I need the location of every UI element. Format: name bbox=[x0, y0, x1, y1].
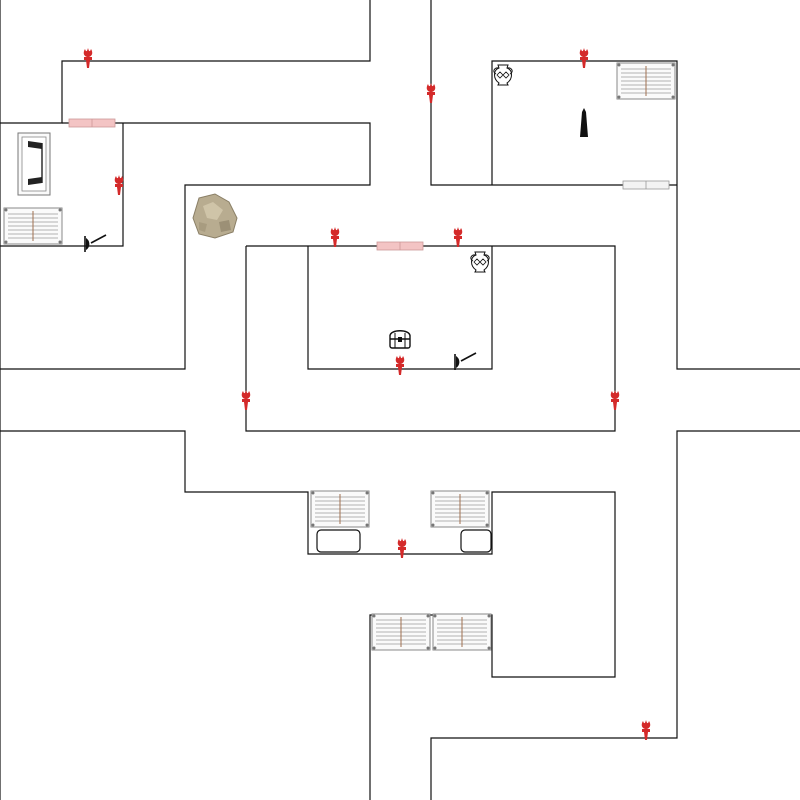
treasure-chest-icon[interactable] bbox=[389, 330, 411, 349]
bed-icon[interactable] bbox=[3, 207, 63, 245]
wall-central-inner bbox=[307, 246, 493, 370]
torches bbox=[83, 48, 651, 740]
door-nw-room[interactable] bbox=[68, 118, 116, 128]
wall-nw-room-inner bbox=[0, 122, 371, 370]
door-central-room[interactable] bbox=[376, 241, 424, 251]
table-icon[interactable] bbox=[460, 529, 492, 553]
wall-nw-room bbox=[0, 0, 371, 124]
vase-icon[interactable] bbox=[493, 64, 513, 86]
torch-icon bbox=[641, 720, 651, 740]
torch-icon bbox=[453, 227, 463, 247]
table-icon[interactable] bbox=[316, 529, 361, 553]
door-ne-room[interactable] bbox=[622, 180, 670, 190]
doors bbox=[68, 118, 670, 251]
obelisk-icon bbox=[580, 108, 588, 137]
bench-icon[interactable] bbox=[17, 132, 51, 196]
torch-icon bbox=[397, 538, 407, 558]
wall-sw-upper bbox=[0, 430, 616, 800]
torch-icon bbox=[83, 48, 93, 68]
torch-icon bbox=[395, 355, 405, 375]
torch-icon bbox=[241, 390, 251, 410]
torch-icon bbox=[579, 48, 589, 68]
bed-icon[interactable] bbox=[371, 613, 431, 651]
vase-icon[interactable] bbox=[470, 251, 490, 273]
bed-icon[interactable] bbox=[310, 490, 370, 528]
lever-icon[interactable] bbox=[84, 234, 107, 253]
bed-icon[interactable] bbox=[432, 613, 492, 651]
wall-se-upper bbox=[430, 430, 800, 800]
wall-ne-corridor bbox=[430, 0, 492, 186]
torch-icon bbox=[114, 175, 124, 195]
bed-icon[interactable] bbox=[430, 490, 490, 528]
wall-central-outer bbox=[245, 245, 616, 432]
torch-icon bbox=[330, 227, 340, 247]
torch-icon bbox=[610, 390, 620, 410]
bed-icon[interactable] bbox=[616, 62, 676, 100]
wall-ne-room bbox=[491, 60, 800, 370]
wall-small-room bbox=[0, 123, 124, 247]
torch-icon bbox=[426, 83, 436, 103]
boulder-icon bbox=[192, 193, 238, 239]
lever-icon[interactable] bbox=[454, 352, 477, 371]
